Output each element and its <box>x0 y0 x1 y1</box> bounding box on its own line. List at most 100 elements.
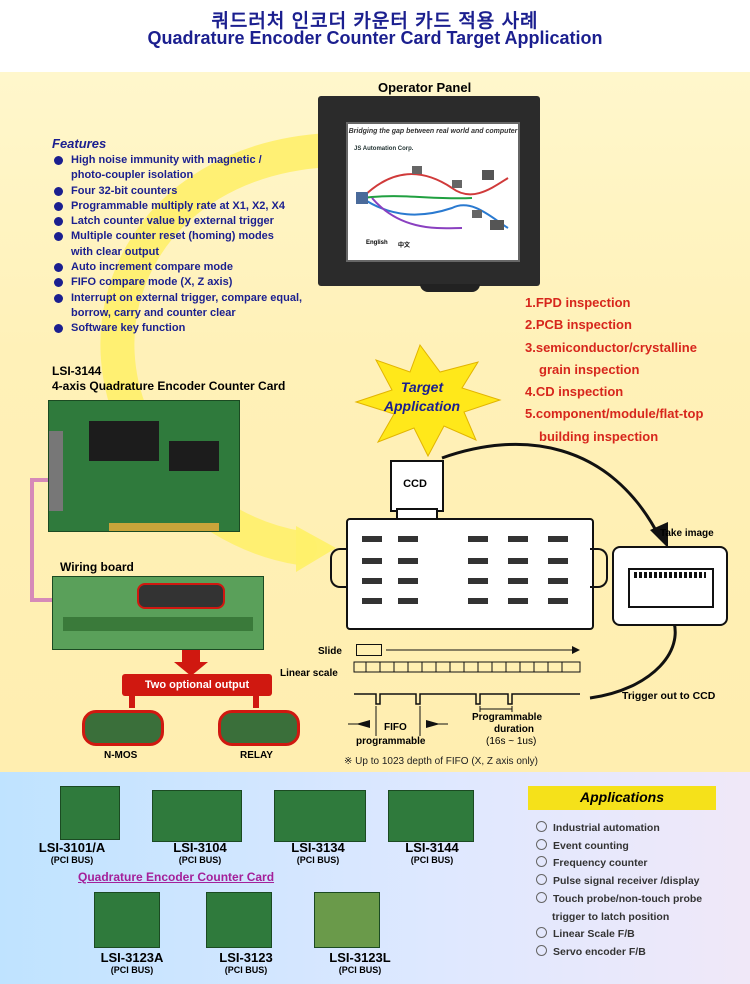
feature-item: Interrupt on external trigger, compare e… <box>52 291 302 322</box>
product-card-image <box>60 786 120 840</box>
feature-text: photo-coupler isolation <box>71 169 194 182</box>
wiring-highlight <box>137 583 225 609</box>
circle-bullet-icon <box>536 856 547 868</box>
lsi-name: 4-axis Quadrature Encoder Counter Card <box>52 379 286 393</box>
target-application-item: 1.FPD inspection <box>525 295 631 310</box>
feature-text: Software key function <box>71 322 186 335</box>
circle-bullet-icon <box>536 891 547 903</box>
burst-line-1: Target <box>400 379 444 395</box>
screen-diagram <box>356 166 509 230</box>
circle-bullet-icon <box>536 944 547 956</box>
target-application-item: building inspection <box>539 428 659 444</box>
two-optional-output-label: Two optional output <box>122 674 272 696</box>
feature-text: Four 32-bit counters <box>71 184 178 197</box>
lsi-model: LSI-3144 <box>52 364 102 378</box>
feature-text: High noise immunity with magnetic / <box>71 154 262 166</box>
product-bus: (PCI BUS) <box>178 855 222 865</box>
product-card-image <box>152 790 242 842</box>
application-item: Touch probe/non-touch probe <box>536 891 702 909</box>
burst-line-2: Application <box>383 398 461 414</box>
bullet-icon <box>54 324 63 334</box>
programmable-label: Programmable <box>472 712 543 723</box>
screen-title: Bridging the gap between real world and … <box>348 128 518 135</box>
wiring-board-image <box>52 576 264 650</box>
product-model: LSI-3104 <box>173 840 227 855</box>
product-card-image <box>314 892 380 948</box>
card-pci-edge <box>109 523 219 531</box>
feature-item: Auto increment compare mode <box>52 260 302 275</box>
product-bus: (PCI BUS) <box>110 965 154 975</box>
target-burst-label: Target Application <box>382 378 462 416</box>
trigger-out-label: Trigger out to CCD <box>622 690 716 702</box>
product-card-image <box>388 790 474 842</box>
stage-handle-right <box>590 548 608 588</box>
wiring-board-label: Wiring board <box>60 560 134 574</box>
bullet-icon <box>54 232 63 242</box>
product-model: LSI-3123L <box>329 950 391 965</box>
feature-text: Auto increment compare mode <box>71 261 233 274</box>
product-card-image <box>274 790 366 842</box>
card-chip <box>89 421 159 461</box>
application-item: Industrial automation <box>536 820 702 838</box>
feature-item: Programmable multiply rate at X1, X2, X4 <box>52 199 302 214</box>
product-lsi-3123l: LSI-3123L (PCI BUS) <box>320 950 400 975</box>
application-text: trigger to latch position <box>552 910 670 923</box>
application-text: Industrial automation <box>553 822 660 834</box>
bullet-icon <box>54 186 63 196</box>
application-text: Servo encoder F/B <box>553 945 646 958</box>
product-lsi-3104: LSI-3104 (PCI BUS) <box>160 840 240 865</box>
application-item: trigger to latch position <box>536 909 702 927</box>
terminal-block <box>63 617 253 631</box>
product-lsi-3144: LSI-3144 (PCI BUS) <box>392 840 472 865</box>
relay-label: RELAY <box>240 750 273 761</box>
header-area <box>0 0 750 72</box>
application-item: Servo encoder F/B <box>536 944 702 962</box>
fifo-programmable-label: programmable <box>356 736 426 747</box>
product-bus: (PCI BUS) <box>338 965 382 975</box>
duration-range: (16s ~ 1us) <box>486 736 537 747</box>
circle-bullet-icon <box>536 821 547 832</box>
application-text: Event counting <box>553 839 629 852</box>
feature-text: borrow, carry and counter clear <box>71 306 236 319</box>
product-model: LSI-3123 <box>219 950 273 965</box>
lsi-3144-card-image <box>48 400 240 532</box>
product-card-image <box>94 892 160 948</box>
product-lsi-3123: LSI-3123 (PCI BUS) <box>206 950 286 975</box>
stage-handle-left <box>330 548 348 588</box>
stage-components <box>362 536 568 604</box>
feature-text: Interrupt on external trigger, compare e… <box>71 291 303 304</box>
application-item: Frequency counter <box>536 855 702 873</box>
timing-diagram <box>348 646 581 736</box>
feature-item: High noise immunity with magnetic / photo… <box>52 153 302 184</box>
application-text: Frequency counter <box>553 857 648 870</box>
features-list: High noise immunity with magnetic / photo… <box>52 153 302 337</box>
feature-text: Programmable multiply rate at X1, X2, X4 <box>71 199 285 212</box>
product-lsi-3101a: LSI-3101/A (PCI BUS) <box>32 840 112 865</box>
screen-lang-english: English <box>366 240 388 246</box>
monitor-screen: Bridging the gap between real world and … <box>346 122 520 262</box>
take-image-label: Take image <box>660 528 714 539</box>
bullet-icon <box>54 263 63 273</box>
feature-item: FIFO compare mode (X, Z axis) <box>52 275 302 290</box>
feature-text: Latch counter value by external trigger <box>71 215 274 228</box>
captured-image-frame <box>612 546 728 626</box>
target-application-item: 3.semiconductor/crystalline <box>525 339 697 355</box>
nmos-label: N-MOS <box>104 750 138 761</box>
circle-bullet-icon <box>536 927 547 939</box>
title-english: Quadrature Encoder Counter Card Target A… <box>147 28 603 48</box>
product-model: LSI-3123A <box>100 950 164 965</box>
feature-text: Multiple counter reset (homing) modes <box>71 230 274 243</box>
product-section-label: Quadrature Encoder Counter Card <box>78 870 275 884</box>
screen-lang-chinese: 中文 <box>398 243 411 249</box>
product-model: LSI-3101/A <box>38 840 106 855</box>
feature-item: Software key function <box>52 321 302 336</box>
target-application-item: 2.PCB inspection <box>525 317 632 333</box>
feature-text: FIFO compare mode (X, Z axis) <box>71 276 233 289</box>
product-lsi-3134: LSI-3134 (PCI BUS) <box>278 840 358 865</box>
product-model: LSI-3134 <box>291 840 345 855</box>
slide-marker <box>356 644 382 656</box>
applications-header-box <box>528 786 716 810</box>
bullet-icon <box>54 201 63 211</box>
